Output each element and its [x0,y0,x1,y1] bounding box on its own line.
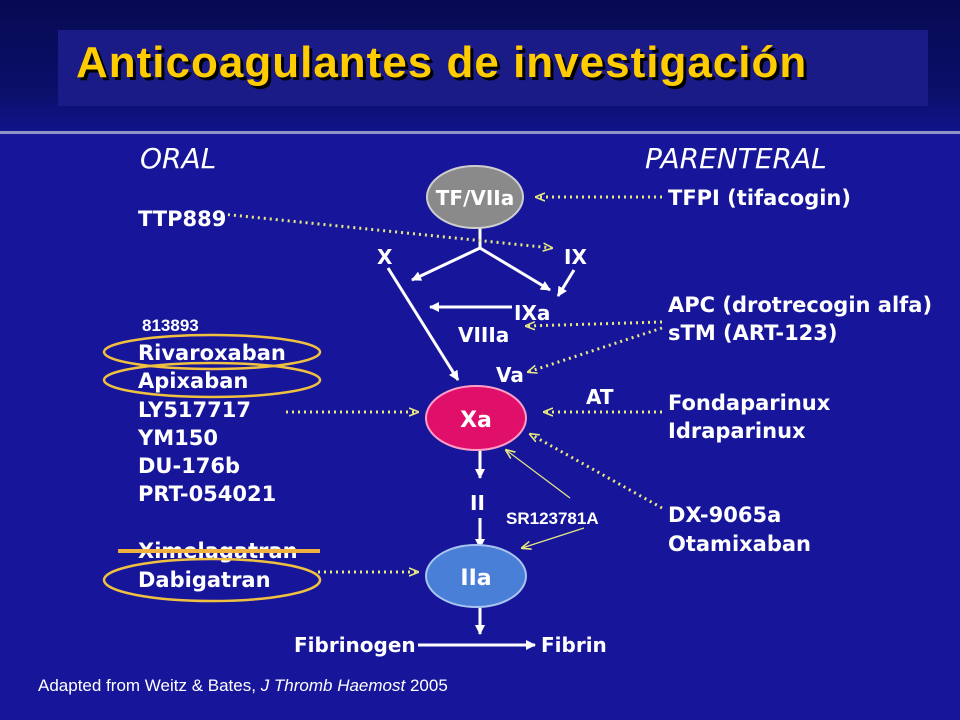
citation-year: 2005 [405,676,448,695]
title-divider [0,131,960,134]
viiia-label: VIIIa [458,323,509,347]
iia-label: IIa [460,566,491,591]
fibrinogen-label: Fibrinogen [294,633,416,657]
pathway-arrows [386,228,576,650]
oral-drug-ttp889: TTP889 [138,207,226,231]
x-label: X [377,245,393,269]
apixaban-highlight [102,361,322,399]
inhibitor-arrows [221,197,663,572]
tf-viia-label: TF/VIIa [436,186,514,210]
xa-node [425,385,527,451]
oral-drug-du176b: DU-176b [138,454,240,478]
oral-drug-rivaroxaban: Rivaroxaban [138,341,286,365]
citation: Adapted from Weitz & Bates, J Thromb Hae… [38,676,448,695]
oral-drug-813893: 813893 [142,316,199,335]
ii-label: II [470,491,485,515]
parenteral-header: PARENTERAL [645,142,827,175]
iia-node [425,544,527,608]
slide-title: Anticoagulantes de investigación [76,38,808,87]
highlight-marks [102,333,322,603]
sr123781a-label: SR123781A [506,509,599,528]
title-box [58,30,928,106]
oral-header: ORAL [140,142,216,175]
rivaroxaban-highlight [102,333,322,371]
ixa-label: IXa [514,301,550,325]
tf-viia-node [426,165,524,229]
oral-drug-apixaban: Apixaban [138,369,248,393]
dabigatran-highlight [102,557,322,603]
parenteral-drug-otamixaban: Otamixaban [668,532,811,556]
va-label: Va [496,363,524,387]
citation-journal: J Thromb Haemost [260,676,407,695]
oral-drug-ym150: YM150 [137,426,218,450]
citation-prefix: Adapted from Weitz & Bates, [38,676,261,695]
at-label: AT [586,385,614,409]
oral-drug-prt054021: PRT-054021 [138,482,276,506]
xa-label: Xa [460,408,492,433]
parenteral-drug-dx9065a: DX-9065a [668,503,781,527]
ix-label: IX [564,245,587,269]
parenteral-drug-tfpi: TFPI (tifacogin) [668,186,851,210]
parenteral-drug-apc: APC (drotrecogin alfa) [668,293,932,317]
parenteral-drug-stm: sTM (ART-123) [668,321,838,345]
parenteral-drug-fondaparinux: Fondaparinux [668,391,831,415]
parenteral-drug-idraparinux: Idraparinux [668,419,806,443]
oral-drug-dabigatran: Dabigatran [138,568,271,592]
oral-drug-ly517717: LY517717 [138,398,251,422]
fibrin-label: Fibrin [541,633,607,657]
